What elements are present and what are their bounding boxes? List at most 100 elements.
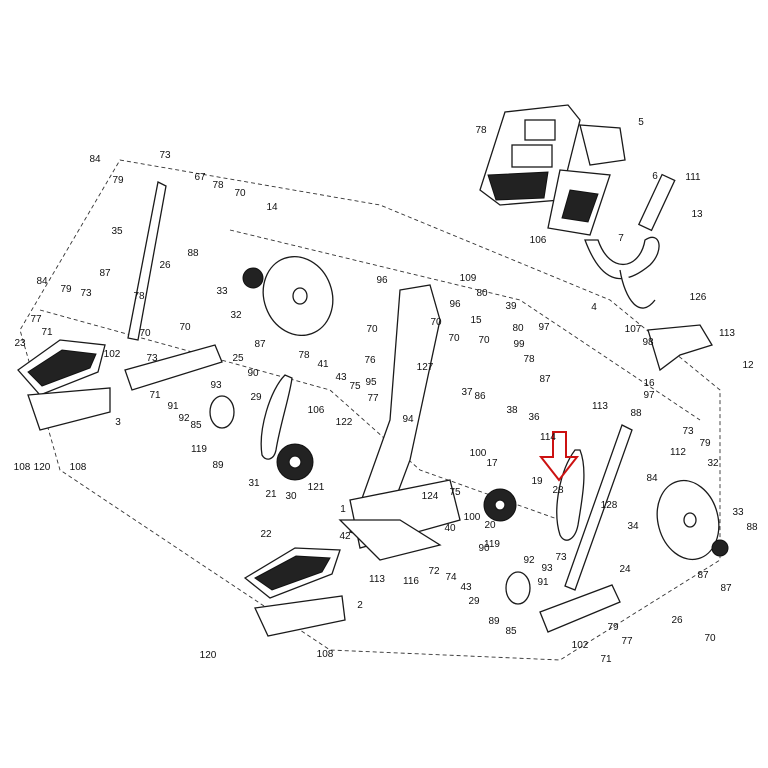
part-number-label: 1 xyxy=(340,504,346,515)
part-number-label: 93 xyxy=(541,563,553,574)
part-number-label: 75 xyxy=(449,487,461,498)
part-number-label: 34 xyxy=(627,521,639,532)
part-number-label: 2 xyxy=(357,600,363,611)
part-number-label: 97 xyxy=(538,322,550,333)
part-number-label: 89 xyxy=(212,460,224,471)
part-number-label: 102 xyxy=(572,640,589,651)
part-number-label: 113 xyxy=(369,574,385,585)
part-number-label: 73 xyxy=(80,288,92,299)
part-number-label: 43 xyxy=(335,372,347,383)
part-number-label: 80 xyxy=(476,288,488,299)
part-number-label: 77 xyxy=(30,314,42,325)
part-number-label: 73 xyxy=(555,552,567,563)
part-number-label: 88 xyxy=(187,248,199,259)
part-number-label: 90 xyxy=(478,543,490,554)
part-number-label: 73 xyxy=(146,353,158,364)
part-number-label: 38 xyxy=(506,405,518,416)
part-number-label: 36 xyxy=(528,412,540,423)
part-number-label: 111 xyxy=(685,172,701,183)
part-number-label: 78 xyxy=(523,354,535,365)
part-number-label: 3 xyxy=(115,417,121,428)
part-number-label: 90 xyxy=(247,368,259,379)
part-number-label: 25 xyxy=(232,353,244,364)
part-number-label: 33 xyxy=(732,507,744,518)
part-number-label: 84 xyxy=(646,473,658,484)
part-number-label: 87 xyxy=(99,268,111,279)
part-number-label: 15 xyxy=(470,315,482,326)
part-number-label: 31 xyxy=(248,478,260,489)
part-number-label: 100 xyxy=(470,448,487,459)
part-number-label: 22 xyxy=(260,529,272,540)
part-number-label: 91 xyxy=(537,577,549,588)
left-pulley-part xyxy=(242,267,264,289)
left-flywheel-part xyxy=(262,256,334,336)
part-number-label: 6 xyxy=(652,171,658,182)
part-number-label: 79 xyxy=(607,622,619,633)
part-number-label: 77 xyxy=(621,636,633,647)
part-number-label: 92 xyxy=(523,555,535,566)
part-number-label: 37 xyxy=(461,387,473,398)
part-number-label: 32 xyxy=(707,458,719,469)
part-number-label: 70 xyxy=(179,322,191,333)
part-number-label: 107 xyxy=(625,324,642,335)
part-number-label: 70 xyxy=(448,333,460,344)
part-number-label: 70 xyxy=(478,335,490,346)
right-pulley-part xyxy=(711,539,729,557)
part-number-label: 85 xyxy=(505,626,517,637)
part-number-label: 119 xyxy=(191,444,207,455)
part-number-label: 73 xyxy=(682,426,694,437)
part-number-label: 14 xyxy=(266,202,278,213)
assembly-outline xyxy=(19,159,721,661)
part-number-label: 88 xyxy=(746,522,758,533)
part-number-label: 94 xyxy=(402,414,414,425)
part-number-label: 106 xyxy=(530,235,547,246)
part-number-label: 78 xyxy=(212,180,224,191)
part-number-label: 30 xyxy=(285,491,297,502)
right-flywheel-part xyxy=(656,479,720,561)
part-number-label: 16 xyxy=(643,378,655,389)
part-number-label: 109 xyxy=(460,273,477,284)
part-number-label: 108 xyxy=(317,649,334,660)
part-number-label: 76 xyxy=(364,355,376,366)
part-number-label: 128 xyxy=(601,500,618,511)
part-number-label: 42 xyxy=(339,531,351,542)
part-number-label: 122 xyxy=(336,417,353,428)
part-number-label: 28 xyxy=(552,485,564,496)
part-number-label: 121 xyxy=(308,482,325,493)
part-number-label: 5 xyxy=(638,117,644,128)
part-number-label: 93 xyxy=(210,380,222,391)
part-number-label: 70 xyxy=(704,633,716,644)
part-number-label: 119 xyxy=(484,539,500,550)
handlebar-part xyxy=(584,173,676,309)
assembly-axis-left xyxy=(39,309,561,521)
left-arm-part xyxy=(127,181,167,341)
part-number-label: 120 xyxy=(200,650,217,661)
part-number-label: 92 xyxy=(178,413,190,424)
part-number-label: 106 xyxy=(308,405,325,416)
part-number-label: 39 xyxy=(505,301,517,312)
part-number-label: 7 xyxy=(618,233,624,244)
part-number-label: 88 xyxy=(630,408,642,419)
part-number-label: 29 xyxy=(250,392,262,403)
part-number-label: 86 xyxy=(474,391,486,402)
part-number-label: 79 xyxy=(699,438,711,449)
part-number-label: 80 xyxy=(512,323,524,334)
part-number-label: 84 xyxy=(89,154,101,165)
part-number-label: 78 xyxy=(298,350,310,361)
idler-hub-part xyxy=(288,455,302,469)
part-number-label: 70 xyxy=(139,328,151,339)
part-number-label: 71 xyxy=(41,327,53,338)
part-number-label: 35 xyxy=(111,226,123,237)
part-number-label: 108 xyxy=(70,462,87,473)
part-number-label: 87 xyxy=(720,583,732,594)
part-number-label: 13 xyxy=(691,209,703,220)
shroud-part xyxy=(647,324,713,372)
part-number-label: 41 xyxy=(317,359,329,370)
part-number-label: 40 xyxy=(444,523,456,534)
part-number-label: 12 xyxy=(742,360,754,371)
drive-hub-part xyxy=(494,499,506,511)
part-number-label: 99 xyxy=(513,339,525,350)
part-number-label: 33 xyxy=(216,286,228,297)
console-mount-part xyxy=(547,124,626,236)
